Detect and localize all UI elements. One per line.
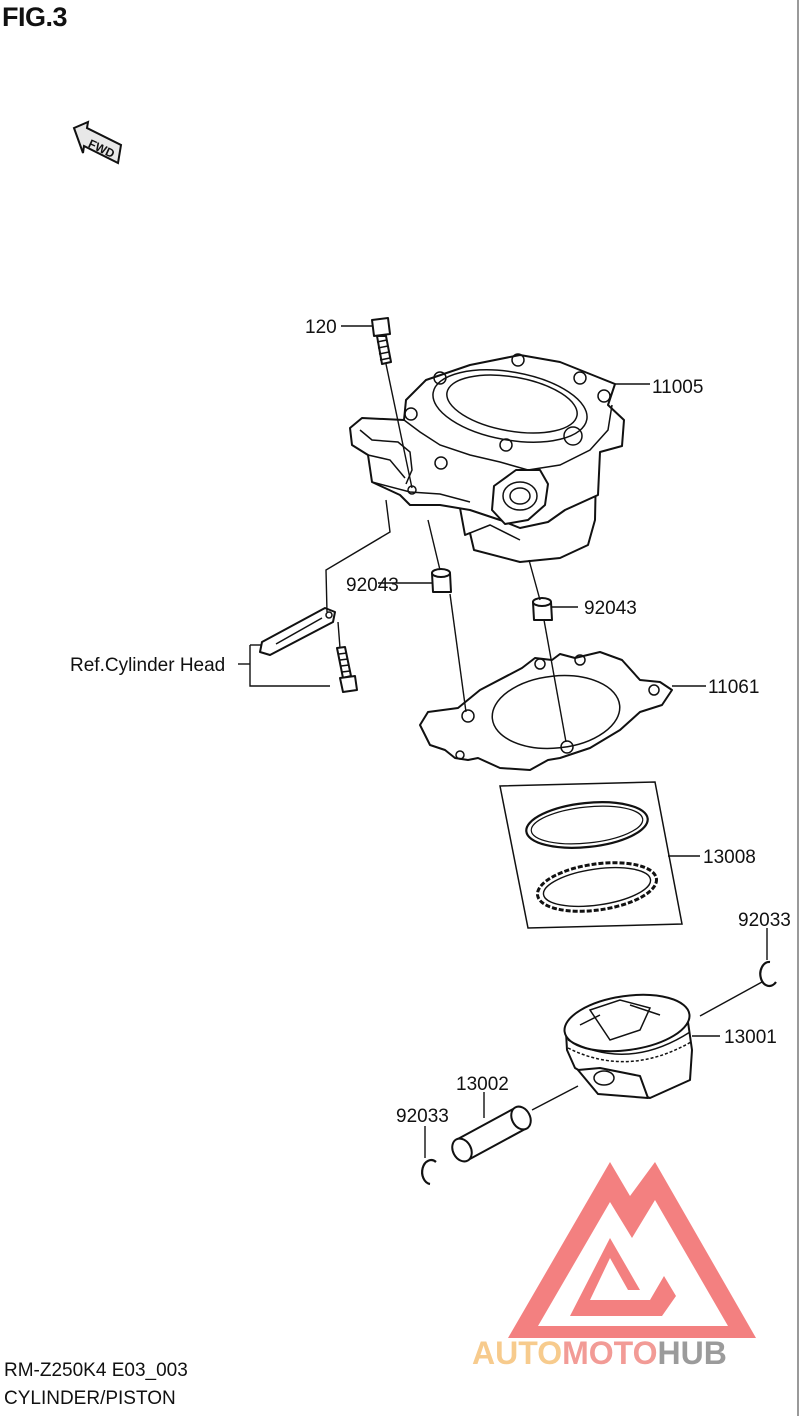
page-border bbox=[797, 0, 799, 1416]
footer-model-code: RM-Z250K4 E03_003 bbox=[4, 1360, 188, 1381]
label-gasket: 11061 bbox=[708, 677, 759, 698]
label-ref-cylinder-head: Ref.Cylinder Head bbox=[70, 655, 225, 676]
circlip-right-part[interactable] bbox=[759, 960, 777, 987]
cylinder-gasket-part[interactable] bbox=[419, 651, 673, 771]
label-ring-set: 13008 bbox=[703, 847, 756, 868]
head-bolt-ref-part[interactable] bbox=[336, 646, 358, 693]
cylinder-bolt-part[interactable] bbox=[371, 317, 392, 365]
dowel-pin-left-part[interactable] bbox=[431, 568, 452, 593]
label-cylinder: 11005 bbox=[652, 377, 703, 398]
chain-guide-ref-part[interactable] bbox=[259, 607, 336, 656]
circlip-left-part[interactable] bbox=[421, 1159, 437, 1186]
label-bolt: 120 bbox=[305, 317, 337, 338]
figure-title: FIG.3 bbox=[2, 2, 68, 32]
label-piston-pin: 13002 bbox=[456, 1074, 509, 1095]
label-circlip-right: 92033 bbox=[738, 910, 791, 931]
fwd-arrow-icon: FWD bbox=[72, 120, 123, 165]
label-dowel-left: 92043 bbox=[346, 575, 399, 596]
cylinder-block[interactable] bbox=[349, 353, 625, 563]
piston-pin-part[interactable] bbox=[448, 1103, 534, 1165]
label-circlip-left: 92033 bbox=[396, 1106, 449, 1127]
label-dowel-right: 92043 bbox=[584, 598, 637, 619]
piston-ring-set-part[interactable] bbox=[499, 781, 683, 929]
watermark-logo: AUTOMOTOHUB bbox=[472, 1162, 756, 1371]
label-piston: 13001 bbox=[724, 1027, 777, 1048]
leader-lines bbox=[238, 325, 768, 1158]
footer-section-title: CYLINDER/PISTON bbox=[4, 1388, 176, 1409]
piston-part[interactable] bbox=[561, 987, 693, 1099]
dowel-pin-right-part[interactable] bbox=[532, 597, 553, 621]
watermark-text: AUTOMOTOHUB bbox=[472, 1335, 727, 1371]
